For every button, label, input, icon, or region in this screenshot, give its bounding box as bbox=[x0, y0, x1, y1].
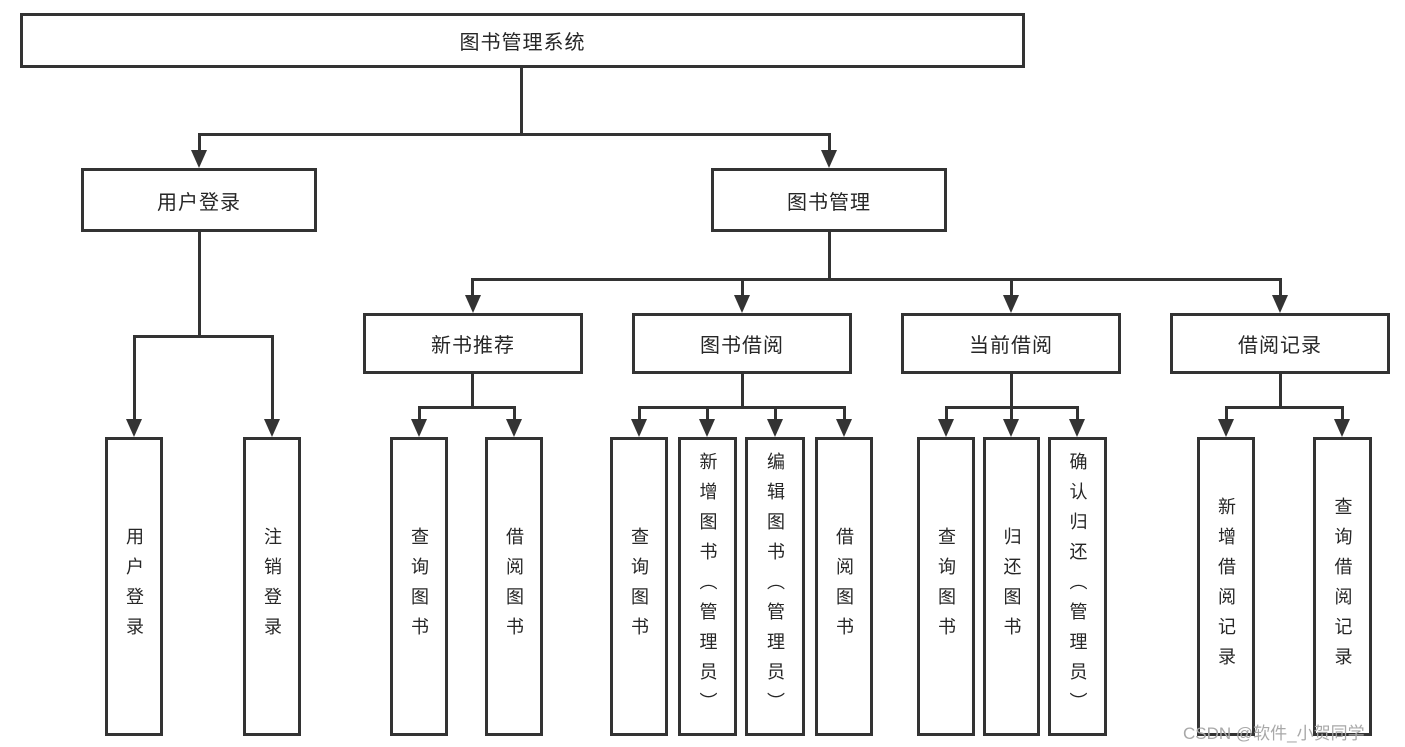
connector-line bbox=[741, 374, 744, 406]
arrow-down-icon bbox=[465, 295, 481, 313]
node-leaf-return-books-label: 归还图书 bbox=[1001, 526, 1022, 647]
arrow-down-icon bbox=[836, 419, 852, 437]
connector-line bbox=[1010, 374, 1013, 406]
node-leaf-user-login: 用户登录 bbox=[105, 437, 163, 736]
node-borrow-records: 借阅记录 bbox=[1170, 313, 1390, 374]
connector-line bbox=[638, 406, 846, 409]
connector-line bbox=[1010, 406, 1013, 419]
connector-line bbox=[471, 374, 474, 406]
connector-line bbox=[1010, 278, 1013, 295]
connector-line bbox=[843, 406, 846, 419]
connector-line bbox=[418, 406, 421, 419]
node-root: 图书管理系统 bbox=[20, 13, 1025, 68]
arrow-down-icon bbox=[821, 150, 837, 168]
node-leaf-confirm-return-admin: 确认归还（管理员） bbox=[1048, 437, 1107, 736]
connector-line bbox=[418, 406, 516, 409]
connector-line bbox=[133, 335, 274, 338]
node-leaf-query-borrow-record: 查询借阅记录 bbox=[1313, 437, 1372, 736]
node-root-label: 图书管理系统 bbox=[459, 32, 586, 54]
arrow-down-icon bbox=[1003, 295, 1019, 313]
arrow-down-icon bbox=[1069, 419, 1085, 437]
node-book-management: 图书管理 bbox=[711, 168, 947, 232]
node-leaf-confirm-return-admin-label: 确认归还（管理员） bbox=[1067, 451, 1088, 722]
connector-line bbox=[271, 335, 274, 419]
node-leaf-return-books: 归还图书 bbox=[983, 437, 1040, 736]
node-user-login-label: 用户登录 bbox=[157, 191, 241, 214]
arrow-down-icon bbox=[411, 419, 427, 437]
node-book-management-label: 图书管理 bbox=[787, 191, 871, 214]
arrow-down-icon bbox=[1272, 295, 1288, 313]
node-leaf-logout-login-label: 注销登录 bbox=[262, 526, 282, 647]
connector-line bbox=[198, 133, 201, 150]
csdn-watermark: CSDN @软件_小贺同学 bbox=[1183, 724, 1365, 743]
node-leaf-edit-book-admin: 编辑图书（管理员） bbox=[745, 437, 805, 736]
node-new-book-recommend: 新书推荐 bbox=[363, 313, 583, 374]
arrow-down-icon bbox=[1334, 419, 1350, 437]
arrow-down-icon bbox=[767, 419, 783, 437]
node-leaf-borrow-books-recommend: 借阅图书 bbox=[485, 437, 543, 736]
node-leaf-edit-book-admin-label: 编辑图书（管理员） bbox=[765, 451, 785, 722]
arrow-down-icon bbox=[938, 419, 954, 437]
arrow-down-icon bbox=[1003, 419, 1019, 437]
node-current-borrow-label: 当前借阅 bbox=[969, 335, 1053, 357]
connector-line bbox=[198, 133, 830, 136]
arrow-down-icon bbox=[264, 419, 280, 437]
arrow-down-icon bbox=[734, 295, 750, 313]
node-leaf-borrow-books-recommend-label: 借阅图书 bbox=[504, 526, 524, 647]
node-leaf-query-books-current: 查询图书 bbox=[917, 437, 975, 736]
connector-line bbox=[1225, 406, 1344, 409]
connector-line bbox=[774, 406, 777, 419]
node-current-borrow: 当前借阅 bbox=[901, 313, 1121, 374]
connector-line bbox=[828, 133, 831, 150]
arrow-down-icon bbox=[191, 150, 207, 168]
connector-line bbox=[133, 335, 136, 419]
node-leaf-query-books-recommend-label: 查询图书 bbox=[409, 526, 429, 647]
connector-line bbox=[638, 406, 641, 419]
node-book-borrow: 图书借阅 bbox=[632, 313, 852, 374]
node-leaf-query-books-current-label: 查询图书 bbox=[936, 526, 956, 647]
connector-line bbox=[198, 232, 201, 335]
node-user-login: 用户登录 bbox=[81, 168, 317, 232]
node-leaf-user-login-label: 用户登录 bbox=[124, 526, 144, 647]
connector-line bbox=[828, 232, 831, 278]
node-leaf-add-book-admin: 新增图书（管理员） bbox=[678, 437, 737, 736]
connector-line bbox=[1279, 278, 1282, 295]
connector-line bbox=[945, 406, 948, 419]
node-leaf-add-book-admin-label: 新增图书（管理员） bbox=[697, 451, 718, 722]
connector-line bbox=[520, 68, 523, 133]
connector-line bbox=[513, 406, 516, 419]
arrow-down-icon bbox=[126, 419, 142, 437]
node-leaf-add-borrow-record-label: 新增借阅记录 bbox=[1216, 496, 1236, 677]
node-new-book-recommend-label: 新书推荐 bbox=[431, 335, 515, 357]
node-book-borrow-label: 图书借阅 bbox=[700, 335, 784, 357]
connector-line bbox=[706, 406, 709, 419]
arrow-down-icon bbox=[631, 419, 647, 437]
node-leaf-add-borrow-record: 新增借阅记录 bbox=[1197, 437, 1255, 736]
node-leaf-logout-login: 注销登录 bbox=[243, 437, 301, 736]
node-leaf-borrow-books: 借阅图书 bbox=[815, 437, 873, 736]
node-borrow-records-label: 借阅记录 bbox=[1238, 335, 1322, 357]
node-leaf-borrow-books-label: 借阅图书 bbox=[834, 526, 854, 647]
node-leaf-query-borrow-record-label: 查询借阅记录 bbox=[1332, 496, 1353, 677]
arrow-down-icon bbox=[699, 419, 715, 437]
connector-line bbox=[1076, 406, 1079, 419]
arrow-down-icon bbox=[506, 419, 522, 437]
node-leaf-query-books-recommend: 查询图书 bbox=[390, 437, 448, 736]
connector-line bbox=[1279, 374, 1282, 406]
arrow-down-icon bbox=[1218, 419, 1234, 437]
connector-line bbox=[471, 278, 474, 295]
connector-line bbox=[741, 278, 744, 295]
connector-line bbox=[1341, 406, 1344, 419]
connector-line bbox=[1225, 406, 1228, 419]
connector-line bbox=[471, 278, 1281, 281]
node-leaf-query-books-borrow-label: 查询图书 bbox=[629, 526, 649, 647]
node-leaf-query-books-borrow: 查询图书 bbox=[610, 437, 668, 736]
